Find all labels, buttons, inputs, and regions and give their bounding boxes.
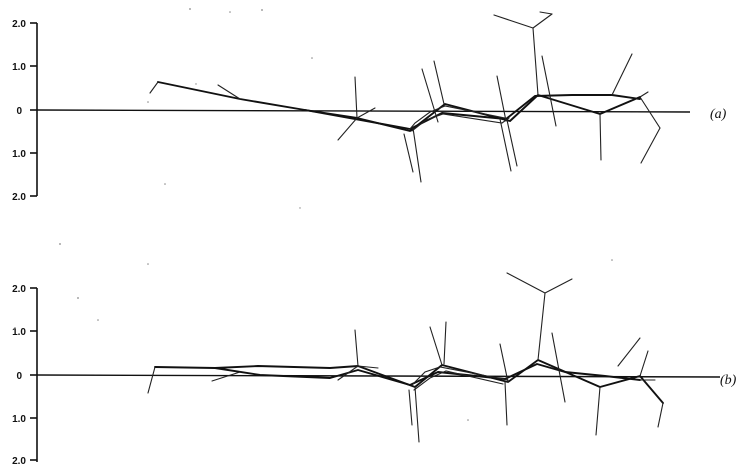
panel-b-tick-label: 2.0 — [12, 284, 26, 295]
panel-a-y-axis — [30, 22, 38, 197]
panel-b: 2.0 1.0 0 1.0 2.0 — [12, 272, 737, 464]
panel-a-tick-label: 2.0 — [12, 19, 26, 30]
panel-a-ring-trace-2 — [411, 113, 510, 132]
panel-b-backbone-trace-2 — [214, 363, 641, 386]
panel-b-tick-label: 0 — [16, 371, 22, 382]
panel-a-backbone-trace — [157, 81, 641, 132]
panel-a-backbone-trace-2 — [304, 94, 641, 130]
panel-b-bonds — [147, 272, 664, 443]
panel-b-y-axis — [30, 287, 38, 462]
panel-b-tick-label: 2.0 — [12, 456, 26, 464]
scan-noise — [14, 8, 613, 421]
panel-b-ring-trace-2 — [413, 370, 504, 391]
panel-b-label: (b) — [720, 373, 737, 388]
panel-a-tick-label: 0 — [16, 106, 22, 117]
panel-a-ring-trace — [409, 105, 506, 130]
panel-b-tick-label: 1.0 — [12, 414, 26, 425]
panel-a: 2.0 1.0 0 1.0 2.0 — [12, 11, 727, 203]
panel-a-tick-label: 2.0 — [12, 192, 26, 203]
panel-b-ring-trace — [411, 366, 509, 386]
panel-a-tick-label: 1.0 — [12, 149, 26, 160]
panel-b-backbone-trace — [154, 359, 664, 404]
panel-a-baseline — [36, 109, 691, 113]
panel-a-label: (a) — [710, 107, 727, 122]
panel-a-bonds — [149, 11, 661, 183]
panel-b-tick-label: 1.0 — [12, 327, 26, 338]
panel-a-tick-label: 1.0 — [12, 62, 26, 73]
